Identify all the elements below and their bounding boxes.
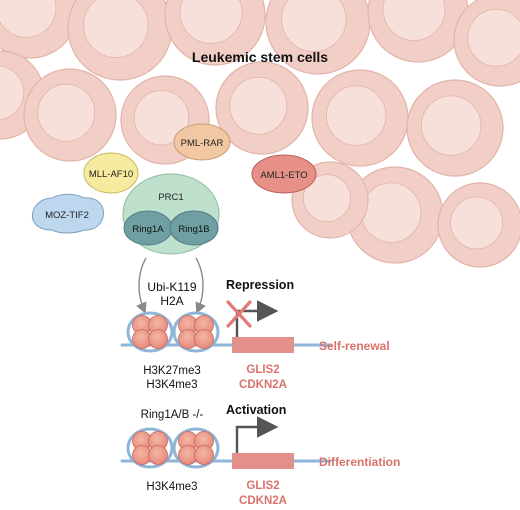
stem-cell-nucleus bbox=[467, 8, 520, 67]
gene-box bbox=[232, 453, 294, 469]
prc1-label: PRC1 bbox=[158, 192, 183, 203]
svg-text:MLL-AF10: MLL-AF10 bbox=[89, 169, 133, 180]
gene-cdkn2a-label: CDKN2A bbox=[239, 379, 287, 391]
nucleosome bbox=[126, 311, 174, 353]
gene-box bbox=[232, 337, 294, 353]
stem-cell-nucleus bbox=[0, 65, 25, 121]
stem-cell-nucleus bbox=[0, 0, 57, 38]
activation-heading: Activation bbox=[226, 403, 286, 417]
nucleosome bbox=[172, 427, 220, 469]
repression-cross-icon bbox=[226, 300, 252, 328]
stem-cell-nucleus bbox=[302, 174, 351, 223]
svg-text:AML1-ETO: AML1-ETO bbox=[260, 170, 307, 181]
ring1a-label: Ring1A bbox=[132, 224, 164, 235]
cells-title: Leukemic stem cells bbox=[192, 49, 328, 65]
stem-cell-nucleus bbox=[382, 0, 446, 41]
svg-text:PML-RAR: PML-RAR bbox=[181, 138, 224, 149]
stem-cell-nucleus bbox=[37, 83, 96, 142]
stem-cell-nucleus bbox=[281, 0, 347, 53]
repression-heading: Repression bbox=[226, 278, 294, 292]
svg-text:MOZ-TIF2: MOZ-TIF2 bbox=[45, 210, 89, 221]
stem-cell-nucleus bbox=[420, 95, 482, 156]
nucleosome bbox=[172, 311, 220, 353]
ring1b-label: Ring1B bbox=[178, 224, 209, 235]
prc1-complex: PRC1 Ring1A Ring1B bbox=[122, 173, 220, 255]
leukemic-stem-cells bbox=[0, 0, 520, 268]
gene-cdkn2a-label: CDKN2A bbox=[239, 495, 287, 507]
mark-h3k4me3-label: H3K4me3 bbox=[146, 379, 197, 391]
fusion-protein-moz-tif2: MOZ-TIF2 bbox=[32, 193, 104, 234]
fusion-protein-pml-rar: PML-RAR bbox=[173, 123, 231, 161]
gene-glis2-label: GLIS2 bbox=[246, 480, 279, 492]
mark-h3k4me3-label: H3K4me3 bbox=[146, 481, 197, 493]
ubiquitination-arrow-right bbox=[195, 257, 206, 314]
fusion-protein-aml1-eto: AML1-ETO bbox=[251, 154, 317, 194]
differentiation-label: Differentiation bbox=[319, 455, 400, 469]
stem-cell-nucleus bbox=[229, 76, 288, 135]
nucleosome bbox=[126, 427, 174, 469]
transcription-start-arrow bbox=[235, 416, 279, 453]
activation-panel: Ring1A/B -/- Activation GLIS2 CDKN2A H3K… bbox=[120, 403, 400, 507]
repression-panel: Repression GLIS2 CDKN2A H3K27me3 H3K4me3… bbox=[120, 278, 390, 391]
stem-cell-nucleus bbox=[360, 182, 422, 243]
ubiquitination-arrow-left bbox=[136, 257, 147, 314]
ring1ab-knockout-label: Ring1A/B -/- bbox=[141, 409, 204, 421]
stem-cell-nucleus bbox=[325, 85, 387, 146]
fusion-protein-mll-af10: MLL-AF10 bbox=[83, 152, 139, 194]
ubi-k119-label: Ubi-K119 bbox=[147, 280, 196, 294]
h2a-label: H2A bbox=[160, 294, 183, 308]
stem-cell-nucleus bbox=[83, 0, 149, 59]
self-renewal-label: Self-renewal bbox=[319, 339, 390, 353]
ring1b-subunit bbox=[169, 210, 219, 246]
stem-cell-nucleus bbox=[179, 0, 243, 44]
gene-glis2-label: GLIS2 bbox=[246, 364, 279, 376]
stem-cell-nucleus bbox=[450, 196, 504, 250]
stem-cell-nucleus bbox=[133, 90, 190, 146]
mark-h3k27me3-label: H3K27me3 bbox=[143, 365, 201, 377]
